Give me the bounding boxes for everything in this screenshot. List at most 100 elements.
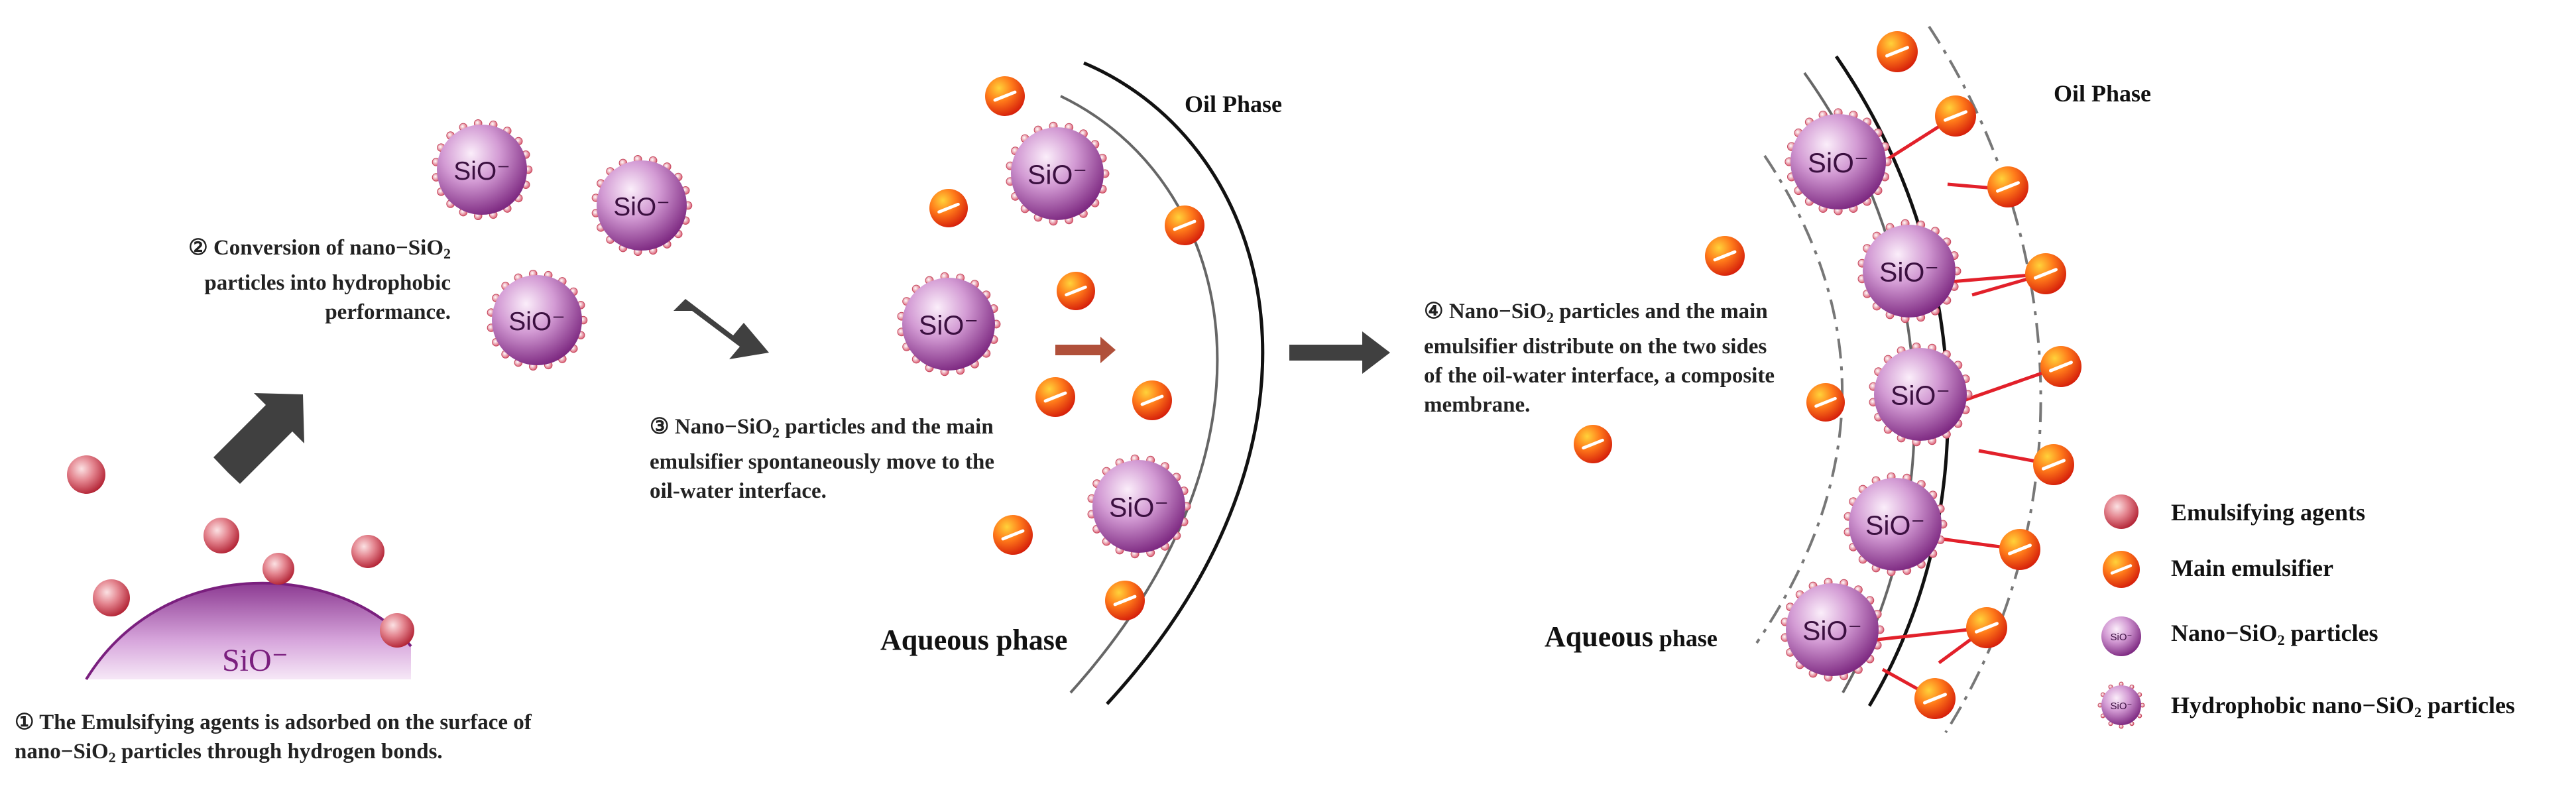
big-sio2-label: SiO⁻: [222, 643, 288, 678]
panel-1: SiO⁻: [67, 393, 414, 681]
step3-line3: oil-water interface.: [650, 479, 827, 503]
step4-caption: ④ Nano−SiO2 particles and the main emuls…: [1424, 297, 1835, 420]
panel-4-particles: SiO⁻SiO⁻SiO⁻SiO⁻SiO⁻: [1574, 31, 2081, 719]
emulsifier-mark: [2110, 564, 2133, 575]
emulsifier-mark: [937, 202, 960, 214]
hydrophobic-sio2-particle: SiO⁻: [1781, 577, 1885, 682]
main-emulsifier: [1035, 377, 1075, 417]
panel3-oil-phase-label: Oil Phase: [1185, 91, 1283, 117]
legend-nano-sio2: Nano−SiO2 particles: [2171, 619, 2378, 649]
main-emulsifier: [1935, 95, 1976, 137]
step1-number: ①: [15, 711, 34, 734]
sio2-label: SiO⁻: [1879, 257, 1939, 287]
emulsifier-mark: [2042, 459, 2066, 471]
step4-number: ④: [1424, 300, 1444, 323]
main-emulsifier: [1105, 581, 1145, 620]
emulsifier-mark: [2008, 544, 2032, 555]
emulsifier-mark: [1944, 110, 1967, 122]
step1-caption: ① The Emulsifying agents is adsorbed on …: [15, 708, 611, 772]
step3-sub: 2: [772, 424, 780, 441]
dashdot-outer-line: [1928, 25, 2042, 734]
hydrophobic-sio2-particle: SiO⁻: [897, 272, 1001, 376]
panel4-aqueous-small: phase: [1653, 625, 1718, 652]
emulsifying-agents-group: [67, 455, 414, 648]
sio2-core: [1874, 348, 1967, 441]
emulsifier-mark: [2034, 268, 2058, 280]
main-emulsifier: [1574, 425, 1612, 463]
sio2-label: SiO⁻: [1865, 510, 1925, 540]
main-emulsifier: [985, 76, 1025, 116]
sio2-core: [597, 160, 687, 251]
emulsifier-mark: [1713, 250, 1737, 262]
legend-main-emulsifier: Main emulsifier: [2171, 555, 2333, 581]
move-arrow-icon: [1055, 337, 1116, 363]
sio2-core: [2101, 685, 2141, 725]
step2-line1: Conversion of nano−SiO: [213, 236, 443, 260]
step2-line3: performance.: [325, 300, 451, 324]
interface-line-outer: [1083, 61, 1265, 705]
emulsifier-mark: [1814, 396, 1837, 408]
hydrophobic-sio2-particle: SiO⁻: [432, 119, 533, 221]
panel4-oil-phase-label: Oil Phase: [2054, 80, 2152, 107]
legend-nano-sio2-icon: [2101, 616, 2141, 656]
legend-hydrophobic-post: particles: [2421, 692, 2515, 718]
sio2-core: [1790, 114, 1886, 209]
sio2-label: SiO⁻: [508, 308, 565, 336]
legend-nano-sio2-icon-label: SiO⁻: [2111, 632, 2133, 643]
emulsifying-agent: [2104, 494, 2138, 529]
step4-line1-pre: Nano−SiO: [1448, 300, 1547, 323]
sio2-core: [1092, 460, 1185, 553]
step1-sub: 2: [108, 749, 116, 766]
step2-line2: particles into hydrophobic: [204, 271, 451, 295]
panel-2: SiO⁻SiO⁻SiO⁻: [432, 119, 693, 371]
step3-line2: emulsifier spontaneously move to the: [650, 450, 995, 474]
emulsifying-agent: [93, 579, 130, 616]
emulsifying-agent: [380, 613, 414, 648]
main-emulsifier: [993, 515, 1033, 555]
main-emulsifier: [2040, 346, 2081, 387]
panel-3-particles: SiO⁻ SiO⁻ SiO⁻: [897, 76, 1204, 620]
main-emulsifier: [1132, 380, 1172, 420]
emulsifier-tail: [1858, 626, 1987, 644]
step1-line2-pre: nano−SiO: [15, 740, 109, 764]
legend-hydrophobic-icon-label: SiO⁻: [2111, 701, 2133, 712]
legend-icons: SiO⁻ SiO⁻: [2097, 494, 2145, 729]
emulsifier-mark: [1065, 285, 1087, 297]
sio2-label: SiO⁻: [1891, 380, 1950, 410]
sio2-label: SiO⁻: [453, 157, 510, 186]
sio2-core: [1863, 225, 1956, 317]
hydrophobic-sio2-particle: SiO⁻: [1087, 454, 1191, 559]
legend-emulsifying-agents: Emulsifying agents: [2171, 499, 2366, 526]
step2-number: ②: [188, 236, 208, 260]
legend-hydrophobic-pre: Hydrophobic nano−SiO: [2171, 692, 2414, 718]
step4-line3: of the oil-water interface, a composite: [1424, 364, 1775, 388]
legend-nano-sio2-post: particles: [2284, 620, 2378, 646]
big-sio2-particle: [86, 583, 411, 679]
main-emulsifier: [2103, 551, 2140, 588]
emulsifier-mark: [1001, 529, 1025, 541]
sio2-label: SiO⁻: [1027, 159, 1087, 190]
legend-hydrophobic-sio2: Hydrophobic nano−SiO2 particles: [2171, 691, 2515, 721]
emulsifier-mark: [1582, 438, 1604, 450]
hydrophobic-sio2-particle: SiO⁻: [1006, 121, 1110, 226]
step4-sub: 2: [1547, 309, 1554, 325]
main-emulsifier: [2033, 444, 2074, 485]
emulsifying-agent: [351, 535, 384, 568]
sio2-core: [1786, 583, 1879, 676]
arrow-up-icon: [213, 393, 304, 484]
emulsifier-mark: [1975, 622, 1999, 634]
legend-nano-sio2-pre: Nano−SiO: [2171, 620, 2278, 646]
sio2-label: SiO⁻: [1109, 492, 1169, 522]
emulsifier-mark: [1885, 46, 1909, 58]
emulsifier-mark: [1923, 693, 1947, 705]
big-sio2-outline: [85, 581, 412, 681]
main-emulsifier: [1057, 272, 1095, 310]
interface-line-inner: [1060, 95, 1219, 694]
legend-nano-sio2-sub: 2: [2277, 632, 2285, 648]
main-emulsifier: [1914, 678, 1956, 719]
step3-caption: ③ Nano−SiO2 particles and the main emuls…: [650, 412, 1061, 506]
step4-line4: membrane.: [1424, 393, 1531, 417]
main-emulsifier: [1165, 205, 1204, 245]
emulsifier-mark: [2049, 361, 2073, 373]
